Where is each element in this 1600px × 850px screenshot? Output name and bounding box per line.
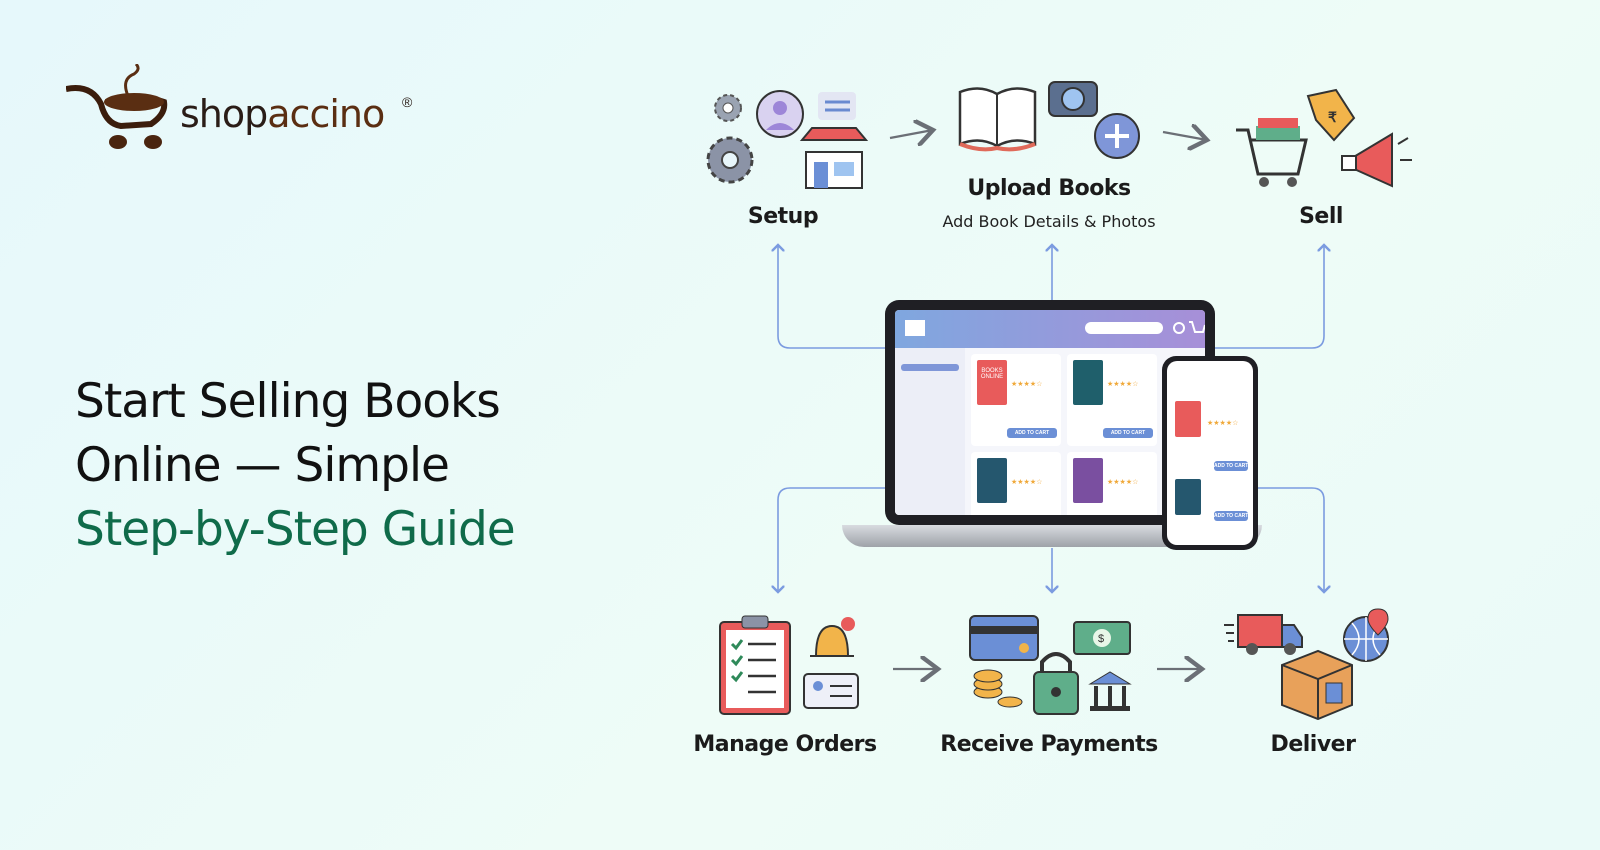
open-book-icon	[958, 87, 1037, 152]
mockup-book-card: ★★★★☆ADD TO CART	[1067, 452, 1157, 515]
location-icon	[1173, 322, 1185, 334]
connector-deliver	[1258, 487, 1324, 592]
add-to-cart-button: ADD TO CART	[1214, 511, 1249, 521]
step-label-deliver: Deliver	[1270, 732, 1356, 757]
mockup-header-icons	[905, 320, 1205, 336]
arrow-setup-upload	[889, 130, 933, 138]
user-icon	[756, 90, 804, 138]
deliver-icons	[1224, 608, 1389, 720]
mockup-book-card: ★★★★☆ADD TO CART	[971, 452, 1061, 515]
settings-panel-icon	[818, 92, 856, 120]
add-to-cart-button: ADD TO CART	[1103, 428, 1153, 438]
credit-card-icon	[969, 615, 1039, 661]
mockup-book-card: BOOKS ONLINE★★★★☆ADD TO CART	[971, 354, 1061, 446]
brand-name-part2: accino	[267, 92, 385, 136]
cart-icon	[1236, 118, 1308, 187]
mockup-book-card: ★★★★☆ADD TO CART	[1067, 354, 1157, 446]
registered-mark: ®	[402, 94, 413, 110]
headline: Start Selling Books Online — Simple Step…	[75, 370, 516, 562]
search-bar	[1085, 322, 1163, 334]
cash-icon: $	[1073, 621, 1131, 655]
step-label-sell: Sell	[1299, 204, 1343, 229]
bank-icon	[1088, 671, 1132, 711]
manage-orders-icons	[719, 615, 859, 715]
truck-icon	[1224, 614, 1303, 655]
laptop-mockup: BOOKS ONLINE★★★★☆ADD TO CART ★★★★☆ADD TO…	[885, 300, 1215, 525]
headline-line2: Online — Simple	[75, 438, 450, 493]
svg-text:$: $	[1098, 633, 1104, 645]
upload-icons	[958, 81, 1140, 159]
megaphone-icon	[1341, 132, 1412, 188]
camera-icon	[1048, 81, 1098, 117]
step-label-upload: Upload Books	[967, 176, 1131, 201]
add-to-cart-button: ADD TO CART	[1007, 428, 1057, 438]
globe-pin-icon	[1343, 608, 1389, 662]
connector-setup	[778, 245, 885, 349]
bell-icon	[810, 617, 855, 657]
plus-icon	[1094, 113, 1140, 159]
step-label-receive-payments: Receive Payments	[940, 732, 1158, 757]
clipboard-checklist-icon	[719, 615, 791, 715]
add-to-cart-button: ADD TO CART	[1214, 461, 1249, 471]
cart-icon	[1189, 321, 1205, 333]
phone-mockup: ★★★★☆ ADD TO CART ADD TO CART	[1162, 356, 1258, 550]
connector-manage	[778, 487, 885, 592]
price-tag-icon: ₹	[1306, 88, 1356, 142]
storefront-icon	[799, 127, 869, 189]
gear-icon	[714, 94, 742, 122]
laptop-base	[842, 525, 1262, 547]
svg-text:₹: ₹	[1328, 109, 1337, 125]
shopaccino-logo-icon	[66, 64, 168, 149]
coins-icon	[973, 669, 1023, 708]
lock-icon	[1033, 652, 1079, 715]
book-cover: BOOKS ONLINE	[977, 360, 1007, 405]
book-logo-icon	[905, 320, 925, 336]
brand-name-part1: shop	[180, 92, 268, 136]
setup-icons	[706, 90, 869, 189]
mockup-header	[895, 310, 1205, 348]
step-label-setup: Setup	[747, 204, 819, 229]
mockup-sidebar	[895, 348, 965, 515]
arrow-upload-sell	[1162, 132, 1207, 140]
brand-name: shopaccino	[180, 92, 385, 136]
connector-sell	[1215, 245, 1324, 349]
step-subtitle-upload: Add Book Details & Photos	[942, 212, 1156, 231]
headline-line3: Step-by-Step Guide	[75, 502, 516, 557]
headline-line1: Start Selling Books	[75, 374, 501, 429]
payments-icons: $	[969, 615, 1132, 715]
step-label-manage-orders: Manage Orders	[693, 732, 877, 757]
package-icon	[1281, 649, 1353, 720]
sell-icons: ₹	[1236, 88, 1412, 188]
id-card-icon	[803, 673, 859, 709]
gear-icon	[706, 136, 754, 184]
